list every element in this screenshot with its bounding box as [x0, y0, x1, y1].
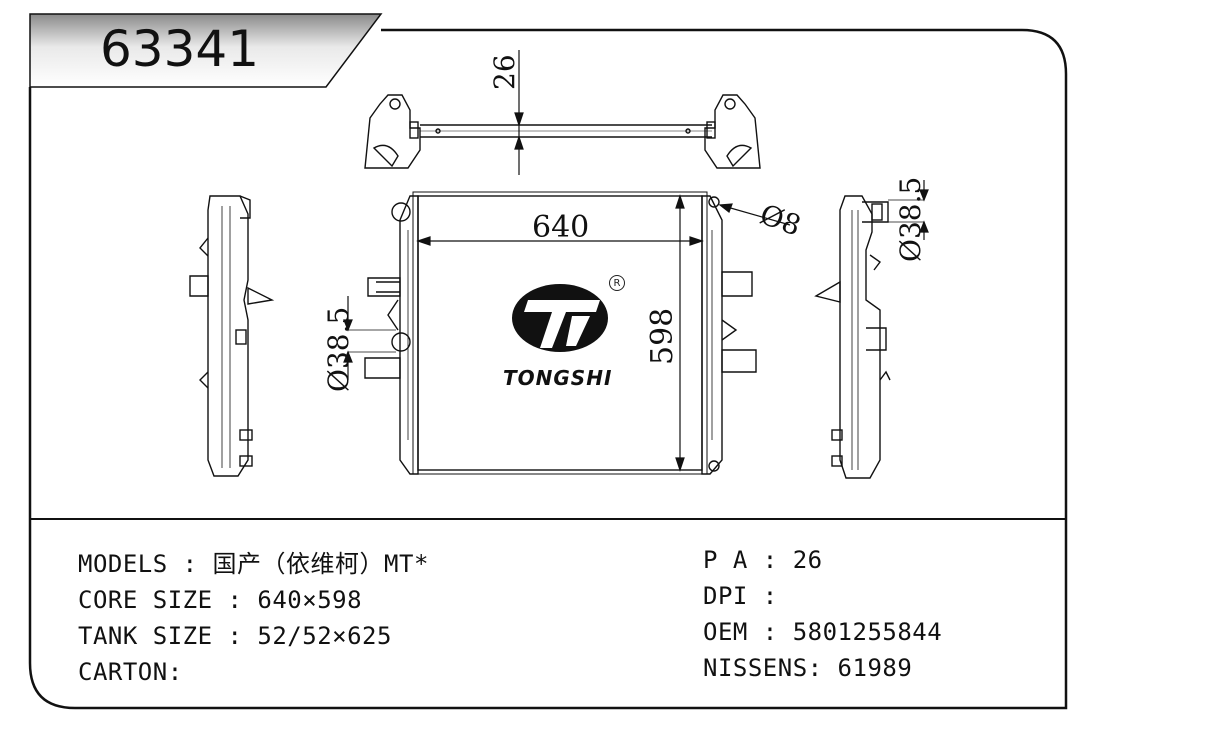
part-number-tab — [29, 13, 383, 88]
spec-oem: OEM : 5801255844 — [703, 618, 943, 646]
brand-name: TONGSHI — [503, 366, 613, 390]
right-pipe-label: Ø38.5 — [894, 177, 927, 262]
right-pipe-dimension — [888, 180, 929, 240]
top-offset-label: 26 — [488, 54, 521, 90]
left-side-view — [189, 195, 275, 477]
spec-tank-size: TANK SIZE : 52/52×625 — [78, 622, 392, 650]
left-pipe-label: Ø38.5 — [322, 307, 355, 392]
top-view — [364, 94, 761, 169]
right-side-view — [814, 195, 891, 479]
drawing-frame — [28, 28, 1068, 710]
core-width-label: 640 — [532, 210, 589, 245]
part-number: 63341 — [100, 20, 260, 78]
spec-models: MODELS : 国产（依维柯）MT* — [78, 550, 429, 578]
spec-nissens: NISSENS: 61989 — [703, 654, 913, 682]
bolt-diameter-label: Ø8 — [756, 198, 806, 243]
front-view — [364, 191, 757, 475]
left-pipe-dimension — [343, 296, 396, 380]
top-offset-dimension — [514, 50, 524, 175]
core-height-label: 598 — [645, 308, 680, 365]
spec-dpi: DPI : — [703, 582, 778, 610]
core-width-dimension — [416, 236, 704, 246]
spec-pa: P A : 26 — [703, 546, 823, 574]
tongshi-logo-icon — [512, 284, 608, 352]
spec-core-size: CORE SIZE : 640×598 — [78, 586, 363, 614]
registered-mark-icon: R — [609, 275, 625, 291]
bolt-diameter-leader — [718, 203, 791, 226]
core-height-dimension — [675, 194, 685, 472]
spec-carton: CARTON: — [78, 658, 183, 686]
